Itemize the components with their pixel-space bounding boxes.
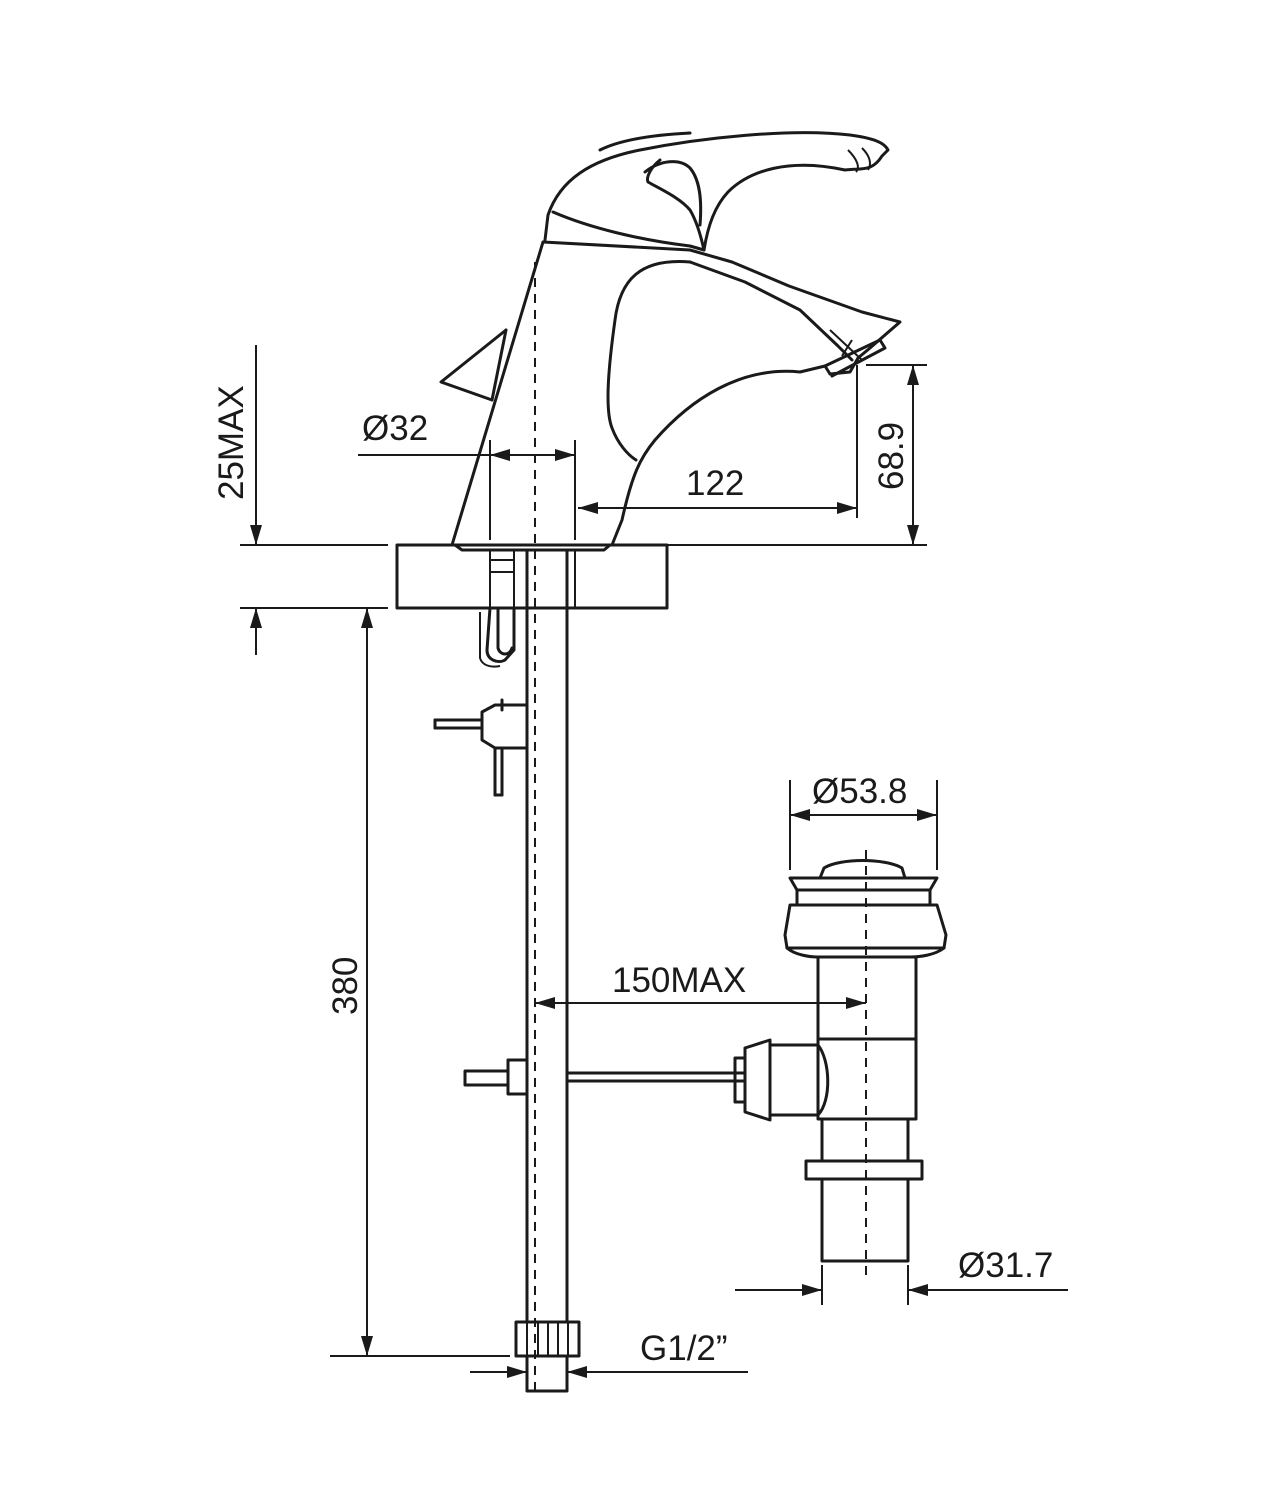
spout-height-label: 68.9 <box>872 422 911 490</box>
supply-riser <box>433 262 747 1393</box>
faucet-body <box>439 240 902 552</box>
dimension-deck-thickness: 25MAX <box>212 345 388 655</box>
body-diameter-label: Ø32 <box>362 409 428 448</box>
waste-tail-diameter-label: Ø31.7 <box>958 1246 1053 1285</box>
dimension-spout-reach: 122 <box>578 365 858 518</box>
waste-head-diameter-label: Ø53.8 <box>812 772 907 811</box>
inlet-thread-label: G1/2” <box>640 1329 728 1368</box>
dimension-spout-height: 68.9 <box>667 364 927 546</box>
mounting-deck <box>395 543 669 610</box>
dimension-body-diameter: Ø32 <box>358 409 576 540</box>
hose-length-label: 380 <box>326 957 365 1015</box>
dimension-waste-tail-diameter: Ø31.7 <box>735 1246 1068 1305</box>
dimension-waste-distance: 150MAX <box>535 961 866 1009</box>
spout-reach-label: 122 <box>686 464 744 503</box>
dimension-waste-head-diameter: Ø53.8 <box>789 772 938 870</box>
waste-distance-label: 150MAX <box>612 961 746 1000</box>
dimension-inlet-thread: G1/2” <box>470 1329 748 1378</box>
dimension-hose-length: 380 <box>326 608 510 1357</box>
lever-handle <box>543 131 890 252</box>
deck-thickness-label: 25MAX <box>212 385 251 500</box>
popup-waste <box>733 850 948 1275</box>
